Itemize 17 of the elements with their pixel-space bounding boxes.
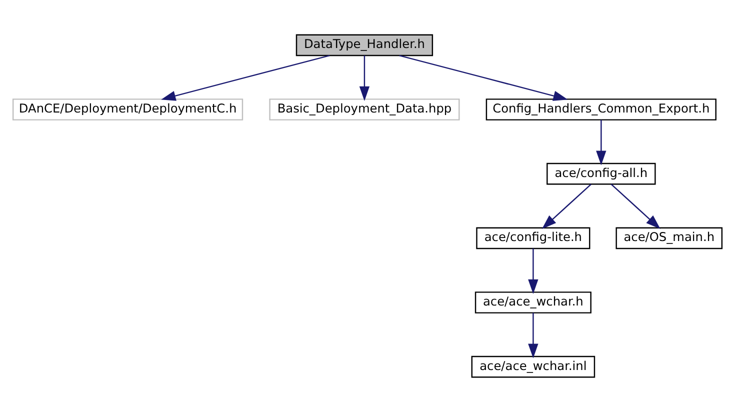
arrow <box>542 183 592 229</box>
arrow <box>596 119 606 165</box>
node-box: Config_Handlers_Common_Export.h <box>486 98 716 120</box>
node-box: DataType_Handler.h <box>296 34 434 56</box>
arrow <box>610 183 660 229</box>
arrow <box>528 248 538 294</box>
node-box: ace/config-lite.h <box>476 226 590 249</box>
node-box: Basic_Deployment_Data.hpp <box>269 98 460 120</box>
arrow <box>359 55 370 100</box>
node-box: ace/OS_main.h <box>616 226 723 249</box>
arrow <box>399 54 568 100</box>
node-box: ace/config-all.h <box>546 162 656 184</box>
arrow <box>528 312 538 358</box>
node-box: ace/ace_wchar.inl <box>471 355 596 378</box>
node-box: ace/ace_wchar.h <box>474 291 592 313</box>
node-box: DAnCE/Deployment/DeploymentC.h <box>12 98 244 120</box>
arrow <box>161 54 330 100</box>
